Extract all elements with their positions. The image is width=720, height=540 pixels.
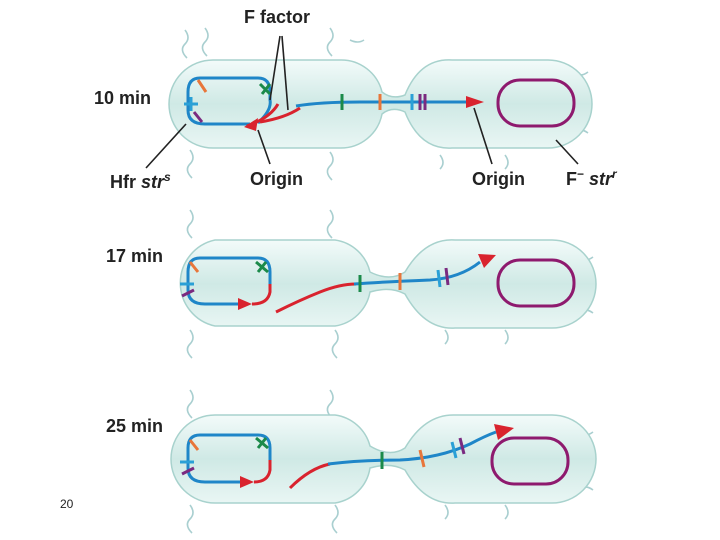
marker-orange-transfer: [418, 449, 426, 468]
panel-17-min: [179, 209, 597, 359]
transferred-strand-blue: [295, 100, 470, 108]
panel-10-min: [145, 27, 593, 181]
transferred-strand-red: [288, 462, 331, 490]
marker-cyan-transfer: [450, 441, 458, 459]
f-factor-label: F factor: [244, 7, 311, 27]
f-minus-sup: −: [577, 167, 585, 181]
donor-cell: [179, 239, 597, 329]
marker-purple-transfer: [444, 267, 450, 286]
transferred-strand-blue: [353, 260, 481, 286]
panel-25-min: [170, 389, 597, 534]
origin-arrow-head: [240, 476, 254, 488]
f-minus-sup2: r: [612, 167, 617, 181]
f-minus-gene: str: [584, 169, 613, 189]
recipient-chromosome: [496, 78, 576, 128]
transferred-strand-red: [259, 106, 301, 124]
f-minus-text: F: [566, 169, 577, 189]
donor-chromosome: [186, 76, 272, 126]
hfr-sup: s: [164, 170, 171, 184]
marker-green-2: [260, 83, 272, 95]
marker-orange: [188, 261, 200, 273]
marker-purple-transfer: [458, 437, 466, 455]
marker-green-2: [256, 437, 268, 449]
hfr-text: Hfr: [110, 172, 141, 192]
transfer-arrow: [494, 424, 514, 440]
marker-cyan-transfer: [436, 269, 442, 288]
origin-label-right: Origin: [472, 169, 525, 189]
time-label-17: 17 min: [106, 246, 164, 266]
origin-arrow-head: [244, 118, 258, 131]
marker-purple: [181, 466, 195, 476]
f-factor-strand: [251, 284, 272, 306]
marker-orange: [188, 439, 200, 451]
time-label-10: 10 min: [94, 88, 152, 108]
f-minus-label: F− strr: [566, 167, 617, 190]
origin-arrow-head: [238, 298, 252, 310]
time-label-25: 25 min: [106, 416, 164, 436]
page-number: 20: [60, 497, 74, 511]
hfr-gene: str: [141, 172, 165, 192]
transfer-arrow: [466, 96, 484, 108]
transferred-strand-blue: [327, 430, 497, 466]
marker-purple: [181, 288, 195, 298]
origin-label-left: Origin: [250, 169, 303, 189]
marker-orange: [196, 79, 208, 93]
transferred-strand-red: [275, 282, 357, 314]
marker-purple: [192, 111, 204, 123]
transfer-arrow: [478, 254, 496, 268]
donor-chromosome: [186, 433, 272, 484]
recipient-chromosome: [496, 258, 576, 308]
marker-green-2: [256, 261, 268, 273]
f-factor-strand: [253, 460, 272, 484]
recipient-chromosome: [490, 436, 570, 486]
hfr-label: Hfr strs: [110, 170, 171, 193]
leader-lines: [145, 35, 579, 169]
